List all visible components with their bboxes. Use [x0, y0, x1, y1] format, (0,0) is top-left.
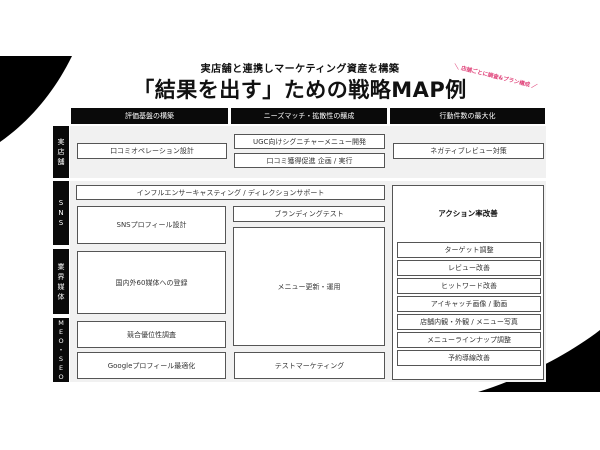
action-item: ヒットワード改善: [397, 278, 541, 294]
decorative-shape-bottom-right: [478, 330, 600, 394]
cell-ugc-menu: UGC向けシグニチャーメニュー開発: [234, 134, 385, 149]
subtitle: 実店舗と連携しマーケティング資産を構築: [200, 64, 400, 75]
column-header-label: ニーズマッチ・拡散性の醸成: [263, 112, 355, 120]
cell-branding-test: ブランディングテスト: [233, 206, 385, 222]
column-header-evaluation: 評価基盤の構築: [71, 108, 228, 124]
cell-media-registration: 国内外60媒体への登録: [77, 251, 226, 314]
cell-influencer-casting: インフルエンサーキャスティング / ディレクションサポート: [76, 185, 385, 200]
action-rate-title: アクション率改善: [438, 209, 498, 218]
action-item: アイキャッチ画像 / 動画: [397, 296, 541, 312]
cell-review-operation: 口コミオペレーション設計: [77, 143, 227, 159]
action-item: レビュー改善: [397, 260, 541, 276]
cell-competitor-research: 競合優位性調査: [77, 321, 226, 348]
cell-sns-profile: SNSプロフィール設計: [77, 206, 226, 244]
row-label-sns: S N S: [53, 181, 69, 245]
page-title: 「結果を出す」ための戦略MAP例: [133, 78, 467, 102]
action-item: メニューラインナップ調整: [397, 332, 541, 348]
column-header-label: 評価基盤の構築: [125, 112, 174, 120]
cell-review-promotion: 口コミ獲得促進 企画 / 実行: [234, 153, 385, 168]
row-label-store: 実 店 舗: [53, 126, 69, 178]
row-label-industry-media: 業 界 媒 体: [53, 249, 69, 314]
column-header-needs: ニーズマッチ・拡散性の醸成: [231, 108, 387, 124]
cell-test-marketing: テストマーケティング: [234, 352, 385, 379]
action-item: 予約導線改善: [397, 350, 541, 366]
column-header-label: 行動件数の最大化: [439, 112, 496, 120]
column-header-action: 行動件数の最大化: [390, 108, 545, 124]
action-item: 店舗内観・外観 / メニュー写真: [397, 314, 541, 330]
row-label-meo-seo: M E O ・ S E O: [53, 318, 69, 382]
cell-negative-review: ネガティブレビュー対策: [393, 143, 544, 159]
cell-google-profile: Googleプロフィール最適化: [77, 352, 226, 379]
decorative-shape-top-left: [0, 56, 75, 146]
action-item: ターゲット調整: [397, 242, 541, 258]
cell-menu-update: メニュー更新・運用: [233, 227, 385, 346]
